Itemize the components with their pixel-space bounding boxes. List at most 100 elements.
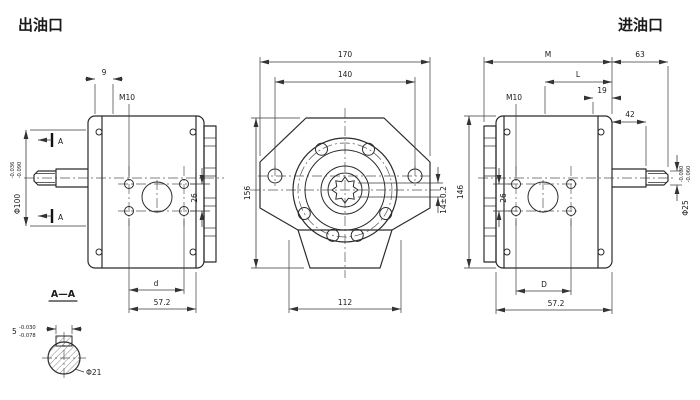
- dim-19-label: 19: [597, 86, 607, 95]
- dim-146: 146: [456, 115, 496, 269]
- thread-m10-label-left: M10: [119, 93, 135, 102]
- pump-body-left: [87, 115, 217, 269]
- dim-26-label-right: 26: [499, 193, 508, 203]
- thread-callout-left: M10: [119, 93, 135, 178]
- shaft-section-dia-callout: Φ21: [74, 368, 102, 377]
- dim-9: 9: [85, 68, 123, 114]
- corner-bolt-hole: [189, 128, 197, 136]
- flange-bolt-hole: [326, 228, 340, 242]
- left-side-view: A A 9 M10 Φ100 -0.036 -0.090: [10, 68, 224, 313]
- flange-circles: [267, 137, 423, 243]
- shaft-cross-section: [47, 341, 81, 375]
- section-title: A—A: [51, 289, 76, 300]
- pilot-tol-upper: -0.036: [10, 162, 16, 179]
- boss-step-circle: [304, 149, 386, 231]
- mounting-ear-hole: [267, 168, 283, 184]
- dim-57-2-label-right: 57.2: [548, 299, 565, 308]
- pilot-tol-lower: -0.090: [17, 162, 23, 179]
- outlet-port-label: 出油口: [18, 16, 63, 34]
- pilot-diameter-label: Φ100: [13, 194, 22, 214]
- section-cut-marks: A A: [38, 133, 64, 223]
- dim-63-label: 63: [635, 50, 645, 59]
- inlet-port-label: 进油口: [618, 16, 663, 34]
- key-tol-lower: -0.078: [19, 333, 36, 339]
- port-face-serrations-left: [204, 137, 216, 237]
- port-screw-hole: [566, 206, 576, 216]
- corner-bolt-hole: [503, 128, 511, 136]
- dim-57-2-label-left: 57.2: [154, 298, 171, 307]
- dim-112-label: 112: [338, 298, 353, 307]
- dim-170-label: 170: [338, 50, 353, 59]
- section-arrow-label-top: A: [58, 137, 64, 146]
- dim-57-2-left: 57.2: [129, 272, 197, 313]
- dim-146-label: 146: [456, 185, 465, 200]
- dim-156: 156: [243, 117, 304, 269]
- port-face-serrations-right: [484, 137, 496, 237]
- boss-circle: [292, 137, 398, 243]
- key-tol-upper: -0.030: [19, 325, 36, 331]
- corner-bolt-hole: [597, 128, 605, 136]
- dim-D-label: D: [541, 280, 547, 289]
- front-view-centerlines: [250, 108, 440, 278]
- corner-bolt-hole: [189, 248, 197, 256]
- dim-9-label: 9: [102, 68, 107, 77]
- dim-170: 170: [259, 50, 431, 156]
- dim-42-label: 42: [625, 110, 635, 119]
- dim-140-label: 140: [338, 70, 353, 79]
- key-width-label: 5: [12, 327, 17, 336]
- flange-bolt-hole: [350, 228, 364, 242]
- thread-callout-right: M10: [506, 93, 522, 178]
- dim-140: 140: [274, 70, 416, 168]
- corner-bolt-hole: [503, 248, 511, 256]
- dim-156-label: 156: [243, 186, 252, 201]
- dim-D: D: [515, 218, 572, 295]
- flange-bolt-hole: [362, 142, 375, 156]
- drive-shaft-left: [33, 168, 89, 188]
- section-arrow-label-bottom: A: [58, 213, 64, 222]
- bolt-circle: [297, 142, 393, 238]
- dim-L-label: L: [576, 70, 581, 79]
- corner-bolt-hole: [95, 128, 103, 136]
- port-screw-hole: [179, 206, 189, 216]
- dim-d-label: d: [154, 279, 159, 288]
- dim-14: 14±0.2: [358, 167, 448, 214]
- port-screw-hole: [124, 206, 134, 216]
- dim-key-width: 5 -0.030 -0.078: [12, 325, 82, 339]
- flange-bolt-hole: [379, 207, 393, 220]
- pump-body-right: [483, 115, 613, 269]
- right-side-view: M 63 L 19 42 M10: [456, 50, 692, 314]
- dim-26-right: 26: [493, 168, 512, 227]
- dim-M: M: [483, 50, 613, 122]
- port-screw-hole: [124, 179, 134, 189]
- dim-phi25: Φ25 -0.030 -0.060: [670, 155, 692, 216]
- shaft-tol-lower: -0.060: [686, 166, 692, 183]
- drive-shaft-right: [611, 168, 669, 188]
- dim-26-label-left: 26: [190, 193, 199, 203]
- dim-26-left: 26: [190, 168, 210, 227]
- port-face-plate-left: [203, 125, 217, 263]
- dim-112: 112: [288, 240, 402, 313]
- spline-bore: [331, 176, 359, 204]
- hub-step-circle: [327, 172, 363, 208]
- corner-bolt-hole: [95, 248, 103, 256]
- port-face-plate-right: [483, 125, 497, 263]
- section-a-a-view: A—A 5 -0.030 -0.078 Φ21: [12, 289, 102, 380]
- dim-42: 42: [612, 110, 647, 166]
- dim-57-2-right: 57.2: [495, 272, 613, 314]
- dim-d: d: [128, 218, 185, 313]
- inlet-port-hole: [527, 181, 559, 213]
- thread-m10-label-right: M10: [506, 93, 522, 102]
- outlet-port-hole: [141, 181, 173, 213]
- corner-bolt-hole: [597, 248, 605, 256]
- dim-63: 63: [612, 50, 669, 167]
- shaft-tol-upper: -0.030: [679, 166, 685, 183]
- port-screw-hole: [566, 179, 576, 189]
- flange-bolt-hole: [297, 207, 311, 220]
- dim-phi100: Φ100 -0.036 -0.090: [10, 129, 86, 227]
- port-screw-hole: [179, 179, 189, 189]
- hub-circle: [320, 165, 370, 215]
- front-flange-view: 170 140 156 14±0.2 112: [243, 50, 448, 313]
- flange-bolt-hole: [315, 142, 328, 156]
